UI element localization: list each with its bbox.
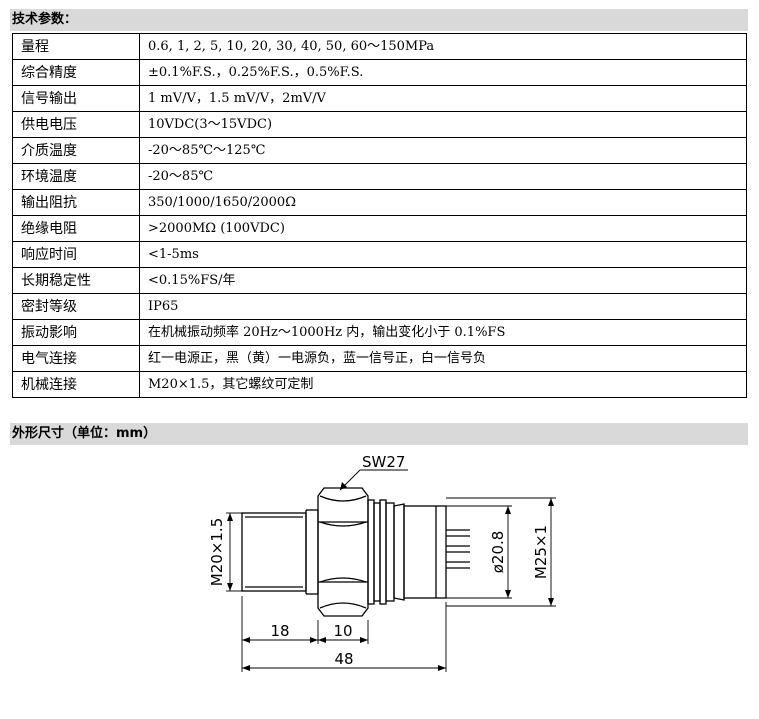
spec-label: 输出阻抗 xyxy=(12,189,140,216)
spec-label: 振动影响 xyxy=(12,319,140,346)
spec-value: M20×1.5，其它螺纹可定制 xyxy=(139,371,747,398)
spec-label: 信号输出 xyxy=(12,85,140,112)
thread-body xyxy=(241,512,307,592)
hex-length-label: 10 xyxy=(333,622,352,640)
thread-size-label: M20×1.5 xyxy=(208,518,226,586)
total-length-label: 48 xyxy=(334,650,353,668)
table-row: 响应时间<1-5ms xyxy=(12,241,747,268)
dims-section-title: 外形尺寸（单位：mm） xyxy=(10,423,748,445)
specs-section-title: 技术参数： xyxy=(10,9,748,31)
thread-length-label: 18 xyxy=(270,622,289,640)
spec-value: IP65 xyxy=(139,293,747,320)
diameter-label: ø20.8 xyxy=(489,531,507,574)
outer-thread-label: M25×1 xyxy=(532,525,550,579)
table-row: 电气连接红一电源正，黑（黄）一电源负，蓝一信号正，白一信号负 xyxy=(12,345,747,372)
spec-value: 1 mV/V，1.5 mV/V，2mV/V xyxy=(139,85,747,112)
spec-value: 10VDC(3～15VDC) xyxy=(139,111,747,138)
wrench-size-label: SW27 xyxy=(362,453,405,471)
hex-nut xyxy=(317,487,369,617)
spec-label: 供电电压 xyxy=(12,111,140,138)
spec-value: <0.15%FS/年 xyxy=(139,267,747,294)
spec-label: 密封等级 xyxy=(12,293,140,320)
table-row: 长期稳定性<0.15%FS/年 xyxy=(12,267,747,294)
spec-value: ±0.1%F.S.，0.25%F.S.，0.5%F.S. xyxy=(139,59,747,86)
sensor-housing xyxy=(403,505,447,599)
spec-label: 电气连接 xyxy=(12,345,140,372)
spec-label: 机械连接 xyxy=(12,371,140,398)
table-row: 综合精度±0.1%F.S.，0.25%F.S.，0.5%F.S. xyxy=(12,59,747,86)
table-row: 绝缘电阻>2000MΩ (100VDC) xyxy=(12,215,747,242)
spec-value: >2000MΩ (100VDC) xyxy=(139,215,747,242)
